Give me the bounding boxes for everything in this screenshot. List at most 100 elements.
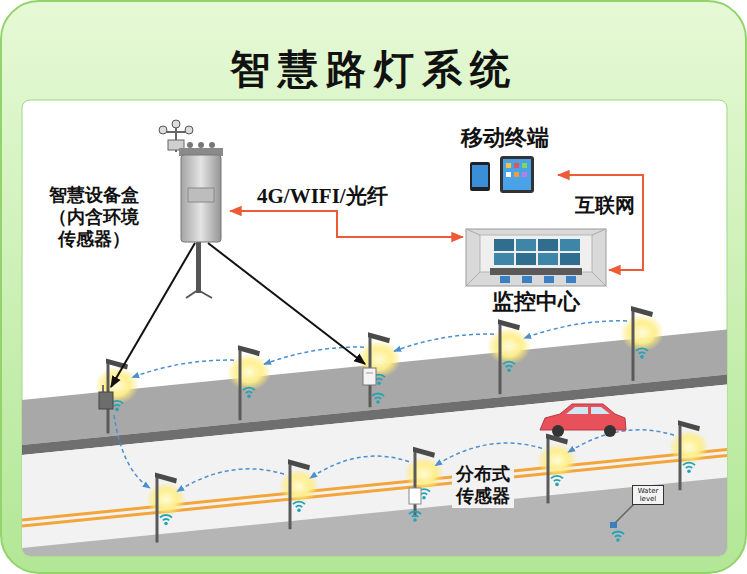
wifi-symbol [160, 515, 172, 525]
mesh-link [310, 456, 409, 478]
lamp-glow [227, 354, 271, 391]
link-arrow [208, 243, 365, 364]
app-icon [522, 163, 527, 168]
connector [230, 211, 463, 237]
lamp-post [156, 478, 159, 543]
room-edge [592, 272, 606, 286]
chair [500, 276, 510, 283]
street-lamp [669, 420, 709, 490]
sensor-label: 分布式 传感器 [452, 462, 514, 508]
room-edge [466, 272, 480, 286]
screen [560, 253, 580, 265]
wifi-symbol [409, 511, 421, 521]
wifi-arc [412, 516, 418, 517]
lower-road [22, 385, 727, 557]
wifi-symbol [612, 531, 624, 541]
street-lamp [404, 447, 444, 517]
box-panel [188, 188, 214, 202]
sensor-detail [366, 373, 373, 374]
lamp-glow [404, 457, 444, 491]
wifi-dot [115, 408, 119, 412]
box-knob [198, 142, 204, 148]
wifi-arc [243, 388, 255, 390]
lamp-post [499, 324, 502, 394]
tablet [470, 162, 490, 191]
lamp-head [498, 319, 520, 330]
wifi-arc [503, 362, 515, 364]
device-pole [196, 238, 201, 293]
sensor-box [363, 368, 376, 385]
mesh-link [394, 334, 494, 351]
street-lamp [537, 433, 577, 503]
link-arrow [111, 243, 195, 387]
anemometer-cup [172, 120, 180, 128]
wifi-arc [615, 535, 621, 536]
sensor-box [409, 488, 421, 504]
roads [22, 330, 727, 557]
car-window [591, 407, 610, 414]
connector [558, 175, 643, 270]
wifi-arc [114, 405, 120, 406]
wifi-arc [246, 392, 252, 393]
wifi-arc [551, 476, 563, 478]
wifi-arc [375, 398, 381, 399]
wifi-arc [376, 379, 382, 380]
screen [494, 239, 514, 251]
wifi-arc [372, 394, 384, 396]
node-text: 移动终端 [461, 125, 549, 151]
screen [516, 239, 536, 251]
wifi-arc [612, 531, 624, 533]
lamp-head [413, 447, 435, 458]
water-sensor [610, 522, 617, 528]
sidewalk [22, 478, 727, 557]
lamp-head [631, 306, 653, 317]
device-box-node: 智慧设备盒 （内含环境 传感器） [38, 178, 230, 256]
wifi-arc [421, 493, 427, 494]
wifi-dot [687, 469, 691, 473]
tablet [500, 156, 534, 193]
pole-leg [186, 290, 198, 298]
node-text: 智慧设备盒 （内含环境 传感器） [38, 184, 150, 250]
lamp-post [679, 425, 682, 490]
wifi-dot [247, 394, 251, 398]
car [540, 404, 626, 437]
wifi-arc [683, 463, 695, 465]
lamp-head [678, 420, 700, 431]
wifi-symbol [503, 362, 515, 372]
monitor-illustration [466, 229, 606, 286]
screen-wall [494, 239, 580, 265]
chair [522, 276, 532, 283]
lamp-glow [279, 469, 319, 503]
mesh-link [264, 347, 364, 364]
wifi-symbol [636, 348, 648, 358]
antenna [102, 385, 104, 392]
tablets [470, 156, 534, 193]
edge-label: 互联网 [572, 193, 638, 217]
room-edge [466, 229, 480, 235]
lamp-glow [620, 314, 664, 351]
chair [566, 276, 576, 283]
screen [538, 239, 558, 251]
car-window [566, 407, 588, 414]
lamp-head [368, 332, 390, 343]
lamp-post [547, 438, 550, 503]
wifi-arc [296, 506, 302, 507]
mesh-link [132, 360, 234, 377]
sensors [99, 368, 636, 528]
wifi-dot [297, 508, 301, 512]
back-wall [480, 235, 592, 272]
street-lamp [357, 332, 401, 407]
wifi-dot [377, 381, 381, 385]
lamp-post [632, 311, 635, 381]
device-box [181, 155, 221, 242]
street-lamp [279, 459, 319, 529]
box-knob [187, 142, 193, 148]
room [466, 229, 606, 286]
anemometer-cup [185, 126, 193, 134]
lamp-head [288, 459, 310, 470]
lamp-glow [146, 483, 186, 517]
street-lamp [95, 358, 139, 433]
